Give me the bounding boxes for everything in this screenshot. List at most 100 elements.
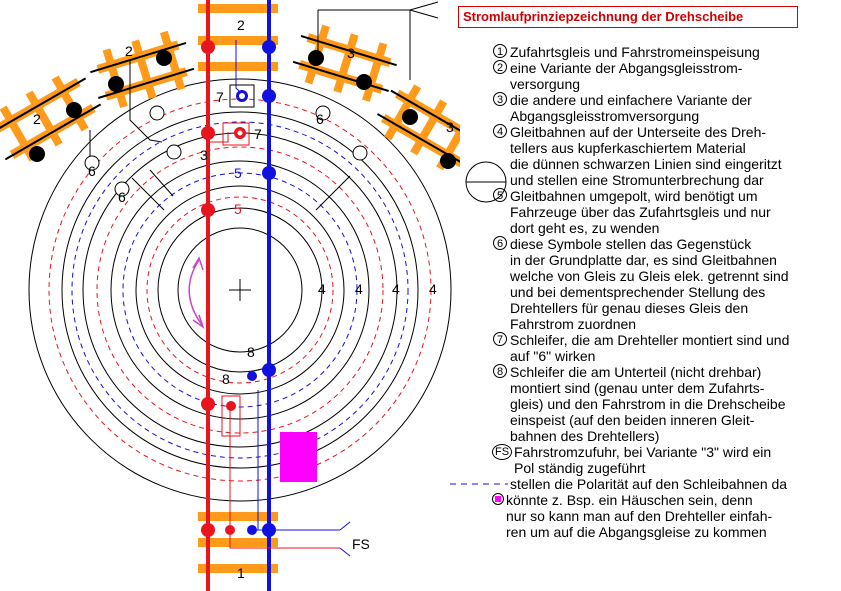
house-block bbox=[280, 432, 317, 482]
contact-box-8 bbox=[221, 395, 241, 437]
label-6c: 6 bbox=[316, 111, 324, 127]
track-top bbox=[198, 4, 278, 71]
ring-outer bbox=[28, 78, 452, 502]
label-track-left-a: 2 bbox=[33, 111, 41, 127]
legend-text-line: könnte z. Bsp. ein Häuschen sein, denn bbox=[506, 492, 753, 508]
ring-dashed-red-2 bbox=[96, 146, 384, 434]
contact-6-symbols bbox=[84, 105, 368, 197]
legend-text-line: Zufahrtsgleis und Fahrstromeinspeisung bbox=[510, 44, 760, 60]
legend-text-line: gleis) und den Fahrstrom in die Drehsche… bbox=[510, 396, 786, 412]
rotation-arrow-icon bbox=[188, 259, 203, 326]
ring-dashed-blue-1 bbox=[71, 121, 409, 459]
legend-number-badge: 2 bbox=[493, 60, 507, 74]
center-cross bbox=[229, 279, 251, 301]
label-7a: 7 bbox=[216, 89, 224, 105]
legend-text-line: Fahrstrom zuordnen bbox=[510, 316, 637, 332]
label-6a: 6 bbox=[88, 163, 96, 179]
track-left-a bbox=[0, 75, 102, 162]
legend-text-line: die dünnen schwarzen Linien sind eingeri… bbox=[510, 156, 782, 172]
label-8b: 8 bbox=[222, 371, 230, 387]
label-fs: FS bbox=[352, 536, 370, 552]
ring-cuts bbox=[131, 169, 351, 211]
legend-text-line: in der Grundplatte dar, es sind Gleitbah… bbox=[510, 252, 777, 268]
contact-dots bbox=[29, 40, 456, 537]
label-ring-4a: 4 bbox=[318, 281, 326, 297]
label-track-left-b: 2 bbox=[125, 43, 133, 59]
legend-text-line: stellen die Polarität auf den Schleibahn… bbox=[510, 476, 788, 492]
legend-number-badge: 4 bbox=[493, 124, 507, 138]
legend-text-line: diese Symbole stellen das Gegenstück bbox=[510, 236, 752, 252]
turntable-rings bbox=[28, 78, 452, 502]
ring-2 bbox=[61, 111, 419, 469]
label-6b: 6 bbox=[118, 189, 126, 205]
legend-number-badge: 8 bbox=[493, 364, 507, 378]
legend-text-line: Schleifer die am Unterteil (nicht drehba… bbox=[510, 364, 762, 380]
legend-text-line: bahnen des Drehtellers) bbox=[510, 428, 660, 444]
legend-number-badge: 6 bbox=[493, 236, 507, 250]
legend-text-line: und bei dementsprechender Stellung des bbox=[510, 284, 766, 300]
label-track-right-a: 3 bbox=[347, 45, 355, 61]
legend-number-badge: FS bbox=[492, 444, 512, 460]
label-3: 3 bbox=[200, 147, 208, 163]
rotation-arrow-head-bottom bbox=[192, 314, 205, 329]
legend-text-line: Fahrstromzufuhr, bei Variante "3" wird e… bbox=[514, 444, 772, 460]
ring-dashed-red-1 bbox=[48, 98, 432, 482]
label-ring-4b: 4 bbox=[355, 281, 363, 297]
label-7b: 7 bbox=[254, 126, 262, 142]
label-track-right-b: 3 bbox=[446, 119, 454, 135]
legend-text-line: und stellen eine Stromunterbrechung dar bbox=[510, 172, 764, 188]
track-right-a bbox=[292, 24, 397, 102]
legend-text-line: einspeist (auf den beiden inneren Gleit- bbox=[510, 412, 755, 428]
legend-number-badge: 7 bbox=[493, 332, 507, 346]
legend-text-line: Abgangsgleisstromversorgung bbox=[510, 108, 700, 124]
legend-text-line: dort geht es, zu wenden bbox=[510, 220, 660, 236]
dashed-polarity-symbol-icon bbox=[450, 483, 508, 485]
legend-text-line: eine Variante der Abgangsgleisstrom- bbox=[510, 60, 743, 76]
legend-text-line: versorgung bbox=[510, 76, 581, 92]
legend-number-badge: 5 bbox=[493, 188, 507, 202]
label-ring-5a: 5 bbox=[234, 165, 242, 181]
legend-text-line: nur so kann man auf den Drehteller einfa… bbox=[506, 508, 773, 524]
legend-text-line: die andere und einfachere Variante der bbox=[510, 92, 752, 108]
diagram-title: Stromlaufprinziepzeichnung der Drehschei… bbox=[458, 6, 798, 28]
legend-text-line: tellers aus kupferkaschiertem Material bbox=[510, 140, 746, 156]
house-symbol-icon bbox=[492, 493, 504, 505]
contact-box-7-blue bbox=[229, 84, 255, 108]
legend-text-line: auf "6" wirken bbox=[510, 348, 596, 364]
legend-number-badge: 1 bbox=[493, 44, 507, 58]
label-ring-4c: 4 bbox=[392, 281, 400, 297]
ring-dashed-red-3 bbox=[146, 196, 334, 384]
legend-text-line: Fahrzeuge über das Zufahrtsgleis und nur bbox=[510, 204, 771, 220]
legend-text-line: Drehtellers für genau dieses Gleis den bbox=[510, 300, 749, 316]
track-entry bbox=[198, 512, 278, 573]
ring-inner bbox=[177, 227, 303, 353]
ring-6 bbox=[157, 207, 323, 373]
contact-box-7-red bbox=[222, 122, 250, 146]
legend-text-line: Gleitbahnen umgepolt, wird benötigt um bbox=[510, 188, 758, 204]
legend-text-line: montiert sind (genau unter dem Zufahrts- bbox=[510, 380, 765, 396]
label-track-top: 2 bbox=[237, 17, 245, 33]
legend-text-line: welche von Gleis zu Gleis elek. getrennt… bbox=[510, 268, 789, 284]
rotation-arrow-head-top bbox=[192, 256, 204, 271]
label-track-entry: 1 bbox=[237, 565, 245, 581]
legend-item: die dünnen schwarzen Linien sind eingeri… bbox=[465, 156, 841, 203]
legend-text-line: Schleifer, die am Drehteller montiert si… bbox=[510, 332, 790, 348]
turntable-diagram: 2 1 2 2 3 3 4 4 4 4 5 5 6 6 6 7 7 8 8 3 … bbox=[0, 0, 460, 591]
label-ring-5b: 5 bbox=[234, 201, 242, 217]
label-8a: 8 bbox=[247, 344, 255, 360]
ring-5 bbox=[135, 185, 345, 395]
legend-text-line: Gleitbahnen auf der Unterseite des Dreh- bbox=[510, 124, 767, 140]
legend-number-badge: 3 bbox=[493, 92, 507, 106]
legend-text-line: ren um auf die Abgangsgleise zu kommen bbox=[506, 524, 767, 540]
